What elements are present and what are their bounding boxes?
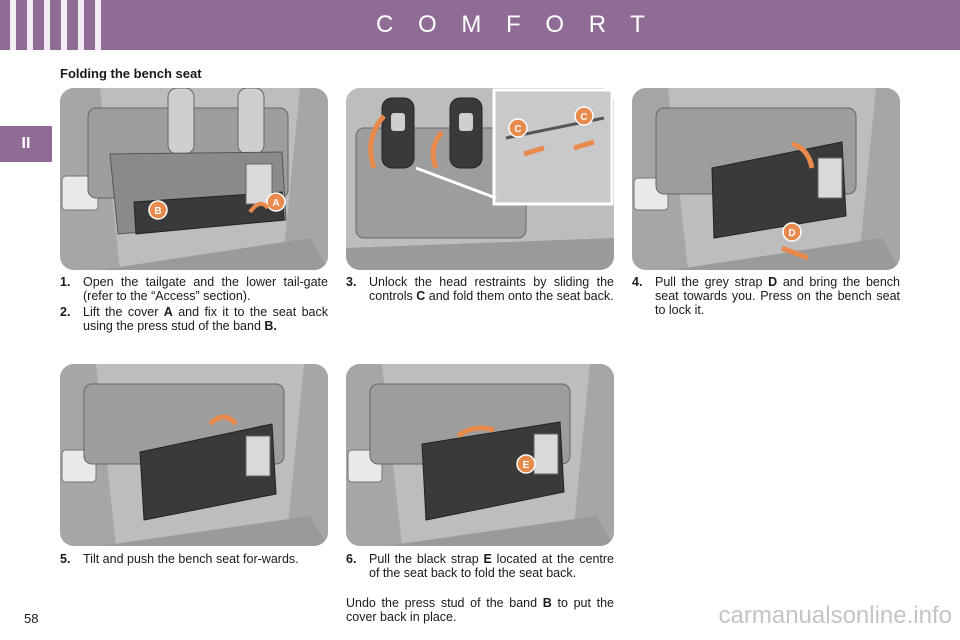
figure-step-1-2: B A — [60, 88, 328, 270]
key-label: D — [768, 275, 778, 289]
note-text: Undo the press stud of the band B to put… — [346, 596, 614, 624]
step-text-part: Unlock the head restraints by sliding th… — [369, 275, 614, 303]
step-4: 4. Pull the grey strap D and bring the b… — [632, 275, 900, 317]
callout-c: C — [514, 124, 521, 135]
step-text: Lift the cover A and fix it to the seat … — [83, 305, 328, 333]
step-6: 6. Pull the black strap E located at the… — [346, 552, 614, 580]
step-text: Tilt and push the bench seat for-wards. — [83, 552, 299, 566]
header-stripe — [61, 0, 67, 50]
note-text-part: Undo the press stud of the band — [346, 596, 543, 610]
header-stripe — [95, 0, 101, 50]
chapter-header: C O M F O R T — [0, 0, 960, 50]
header-stripe — [10, 0, 16, 50]
key-label: E — [483, 552, 492, 566]
figure-step-3: C C — [346, 88, 614, 270]
step-text: Open the tailgate and the lower tail-gat… — [83, 275, 328, 303]
key-label: B. — [264, 319, 277, 333]
step-text: Pull the black strap E located at the ce… — [369, 552, 614, 580]
figure-step-4: D — [632, 88, 900, 270]
step-text-part: and fold them onto the seat back. — [425, 289, 614, 303]
step-text-part: located at the centre of the seat back t… — [369, 552, 614, 580]
step-1: 1. Open the tailgate and the lower tail-… — [60, 275, 328, 303]
chapter-tab: II — [0, 126, 52, 162]
figure-step-6: E — [346, 364, 614, 546]
step-number: 6. — [346, 552, 357, 566]
key-label: B — [542, 596, 552, 610]
step-text: Unlock the head restraints by sliding th… — [369, 275, 614, 303]
step-number: 3. — [346, 275, 357, 289]
step-number: 2. — [60, 305, 71, 319]
key-label: A — [163, 305, 173, 319]
callout-e: E — [523, 460, 530, 471]
step-text-part: and bring the bench seat towards you. Pr… — [655, 275, 901, 317]
step-number: 4. — [632, 275, 643, 289]
key-label: C — [416, 289, 426, 303]
callout-d: D — [788, 228, 795, 239]
step-text-part: Pull the black strap — [369, 552, 484, 566]
step-number: 5. — [60, 552, 71, 566]
step-text-part: Lift the cover — [83, 305, 164, 319]
callout-a: A — [272, 198, 279, 209]
step-2: 2. Lift the cover A and fix it to the se… — [60, 305, 328, 333]
header-stripe — [27, 0, 33, 50]
figure-step-5 — [60, 364, 328, 546]
note-text-part: to put the cover back in place. — [346, 596, 614, 624]
section-title: Folding the bench seat — [60, 66, 202, 81]
header-stripes — [10, 0, 112, 50]
callout-b: B — [154, 206, 161, 217]
header-stripe — [78, 0, 84, 50]
step-text-part: and fix it to the seat back using the pr… — [83, 305, 328, 333]
step-number: 1. — [60, 275, 71, 289]
step-5: 5. Tilt and push the bench seat for-ward… — [60, 552, 328, 566]
chapter-title: C O M F O R T — [376, 11, 654, 38]
header-stripe — [44, 0, 50, 50]
page-number: 58 — [24, 611, 39, 626]
step-text-part: Pull the grey strap — [655, 275, 769, 289]
callout-c: C — [580, 112, 587, 123]
watermark: carmanualsonline.info — [718, 602, 952, 629]
step-text: Pull the grey strap D and bring the benc… — [655, 275, 900, 317]
step-3: 3. Unlock the head restraints by sliding… — [346, 275, 614, 303]
